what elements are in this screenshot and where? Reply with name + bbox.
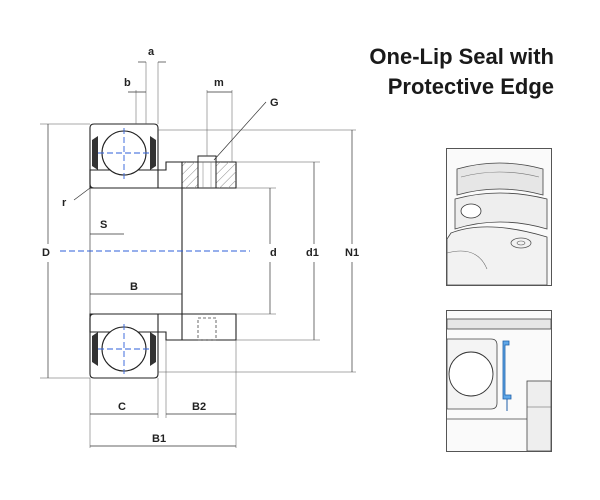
dim-C: C [89,378,159,418]
dim-a: a [138,46,166,124]
label-D: D [42,247,50,259]
dim-d: d [236,187,277,315]
label-a: a [148,46,155,58]
dim-d1: d1 [236,161,320,341]
label-B2: B2 [192,401,206,413]
dim-B2: B2 [165,340,237,448]
label-m: m [214,77,224,89]
title-line-1: One-Lip Seal with [369,44,554,69]
label-r: r [62,197,67,209]
label-b: b [124,77,131,89]
ball-centerlines [98,128,150,374]
dim-N1: N1 [158,129,359,373]
detail-illustration-top [447,149,551,285]
label-d: d [270,247,277,259]
set-screw-top [197,155,217,189]
label-G: G [270,97,279,109]
title-line-2: Protective Edge [387,74,554,99]
label-N1: N1 [345,247,359,259]
dim-G: G [213,97,279,161]
dim-b: b [124,77,146,124]
dim-B1: B1 [89,418,236,448]
dim-D: D [40,123,90,379]
seals [92,136,156,366]
detail-view-bottom [446,310,552,452]
label-C: C [118,401,126,413]
label-d1: d1 [306,247,319,259]
detail-illustration-bottom [447,311,551,451]
dim-S: S [90,219,124,235]
dim-B: B [90,281,182,295]
label-S: S [100,219,107,231]
dim-r: r [62,187,91,209]
label-B: B [130,281,138,293]
set-screw-bottom [197,317,217,341]
dim-m: m [206,77,233,162]
detail-view-top [446,148,552,286]
label-B1: B1 [152,433,166,445]
